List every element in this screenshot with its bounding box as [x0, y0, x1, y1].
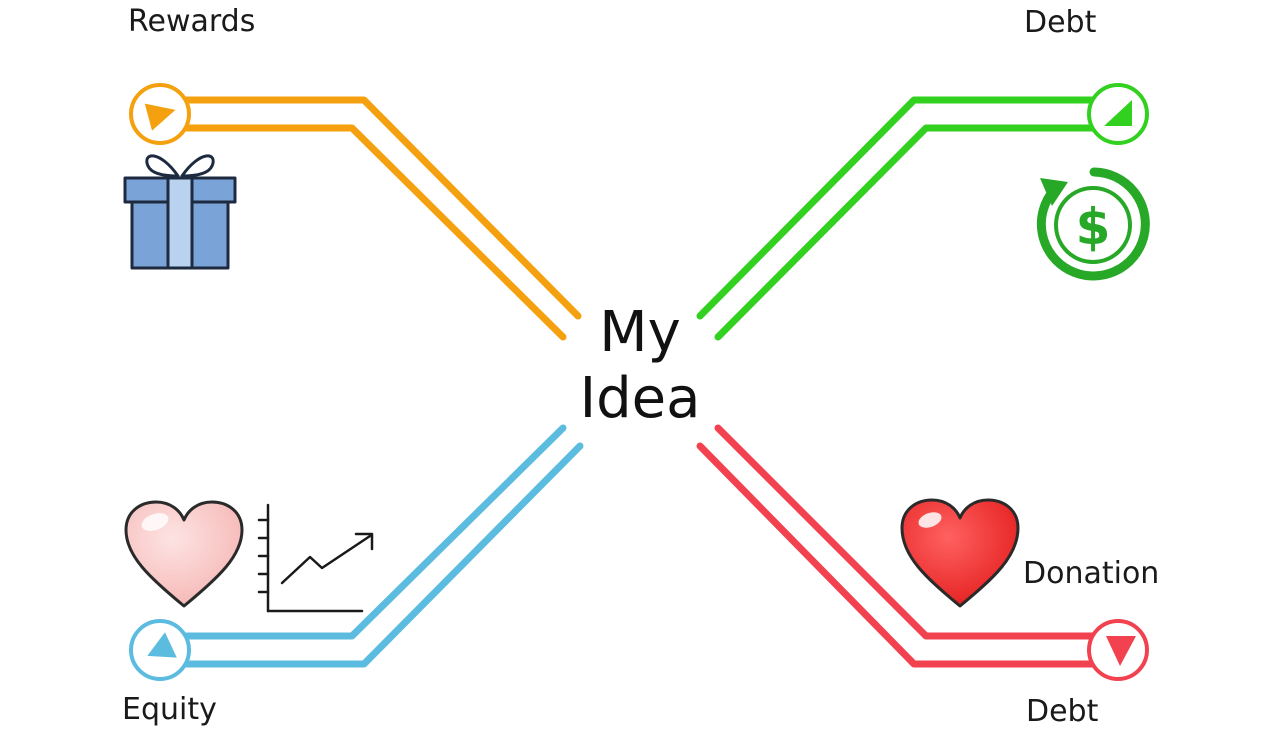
- branch-line-inner: [183, 442, 584, 668]
- label-debt-top: Debt: [1024, 5, 1097, 40]
- gift-icon: [123, 154, 237, 270]
- branch-line-outer: [183, 96, 582, 320]
- debt-top-node-icon[interactable]: [1087, 83, 1149, 145]
- branch-line-outer: [183, 424, 567, 640]
- heart-icon: [124, 500, 244, 608]
- rewards-node-icon[interactable]: [129, 83, 191, 145]
- branch-line-inner: [183, 124, 567, 341]
- dollar-cycle-icon: $: [1036, 167, 1150, 281]
- growth-chart-icon: [257, 503, 374, 613]
- branch-equity: [183, 424, 584, 668]
- branch-line-outer: [696, 96, 1096, 320]
- branch-debt-top: [696, 96, 1096, 341]
- center-title-line-2: Idea: [579, 366, 701, 431]
- equity-node-icon[interactable]: [129, 619, 191, 681]
- svg-text:$: $: [1076, 198, 1111, 256]
- center-node-title: My Idea: [520, 300, 760, 432]
- center-title-line-1: My: [599, 300, 681, 365]
- branch-rewards: [183, 96, 582, 341]
- label-donation: Donation: [1023, 556, 1160, 591]
- label-rewards: Rewards: [128, 4, 256, 39]
- branch-line-inner: [714, 124, 1096, 341]
- label-debt-bottom: Debt: [1026, 694, 1099, 729]
- branch-line-inner: [696, 442, 1096, 668]
- debt-bottom-node-icon[interactable]: [1087, 619, 1149, 681]
- branch-debt-bottom: [696, 424, 1096, 668]
- heart-icon: [900, 498, 1020, 608]
- label-equity: Equity: [122, 692, 217, 727]
- branch-line-outer: [714, 424, 1096, 640]
